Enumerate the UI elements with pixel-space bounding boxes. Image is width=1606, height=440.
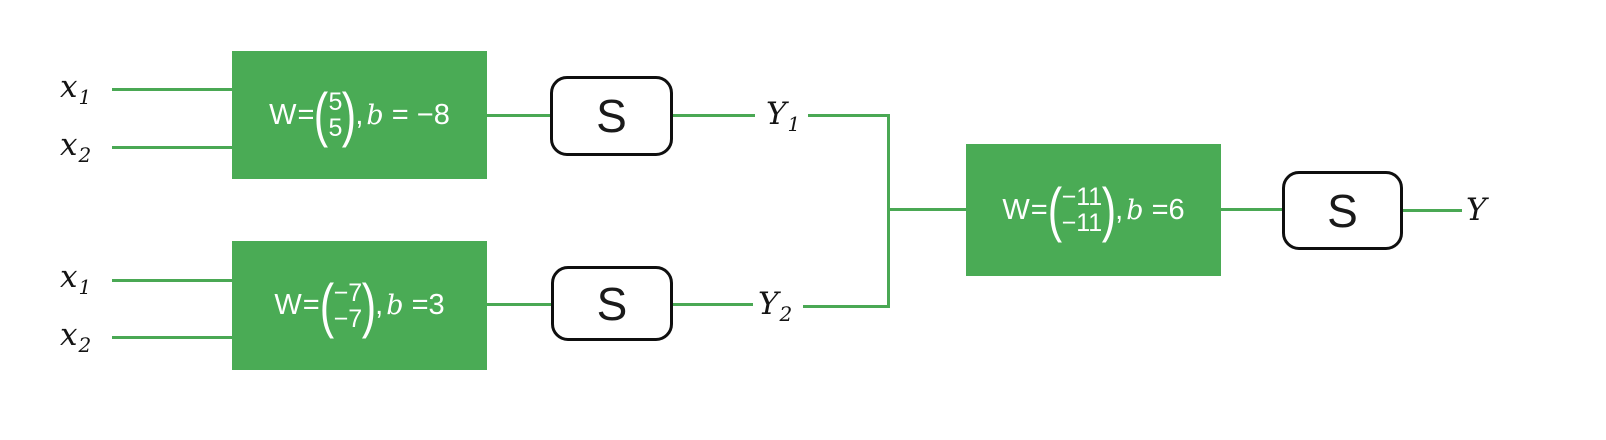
weight-vector-top: 5 [328,88,343,116]
wire-hidden1-to-s1 [487,114,550,117]
w-label: W= [1002,193,1049,226]
input-label-x2-top-base: x [60,127,78,163]
input-label-x1-bottom-base: x [60,259,78,295]
wire-junction-vertical [887,114,890,308]
weight-box-output: W=(−11−11),b =6 [966,144,1221,276]
output-label-y1-base: Y [766,96,787,132]
paren-close: ) [1101,176,1117,243]
input-label-x2-bottom-sub: 2 [78,333,92,357]
wire-hidden2-to-s2 [487,303,551,306]
sigmoid-label-1: S [596,90,627,142]
w-label: W= [269,98,316,131]
sigmoid-label-3: S [1327,184,1358,237]
paren-close: ) [361,271,377,339]
wire-x2-to-hidden1 [112,146,232,149]
input-label-x2-bottom-base: x [60,317,78,353]
weight-vector-bottom: −11 [1061,209,1103,237]
bias-symbol: b [1126,194,1144,226]
weight-vector: −7−7 [333,280,364,332]
output-label-y-base: Y [1466,192,1487,228]
weight-vector-top: −7 [333,278,363,307]
comma: , [1115,193,1124,226]
paren-open: ( [1047,176,1062,243]
output-label-y1: Y1 [766,97,800,135]
weight-vector-top: −11 [1061,183,1103,211]
bias-value: =3 [403,289,445,321]
bias-symbol: b [366,99,384,131]
weight-box-hidden2-formula: W=(−7−7),b =3 [274,271,445,339]
wire-y2-to-junction [803,305,890,308]
wire-x1-to-hidden1 [112,88,232,91]
wire-x2-to-hidden2 [112,336,232,339]
weight-vector-bottom: 5 [328,114,343,142]
input-label-x1-bottom: x1 [60,260,91,298]
weight-vector-bottom: −7 [333,304,363,333]
output-label-y2: Y2 [758,287,792,325]
comma: , [355,98,364,131]
output-label-y2-sub: 2 [779,302,793,326]
bias-value: =6 [1143,193,1185,226]
comma: , [375,289,384,321]
weight-vector: −11−11 [1061,184,1104,236]
wire-y1-to-junction [808,114,890,117]
wire-s2-to-y2 [673,303,753,306]
input-label-x2-bottom: x2 [60,318,91,356]
output-label-y: Y [1466,193,1487,231]
wire-junction-to-output-box [887,208,966,211]
paren-open: ( [319,271,334,339]
wire-s3-to-y [1403,209,1462,212]
wire-output-box-to-s3 [1221,208,1282,211]
input-label-x2-top-sub: 2 [78,143,92,167]
input-label-x1-bottom-sub: 1 [78,275,92,299]
w-label: W= [274,289,321,321]
input-label-x1-top-sub: 1 [78,85,92,109]
paren-close: ) [342,81,357,148]
sigmoid-label-2: S [596,277,628,330]
wire-x1-to-hidden2 [112,279,232,282]
wire-s1-to-y1 [673,114,755,117]
output-label-y2-base: Y [758,286,779,322]
weight-box-output-formula: W=(−11−11),b =6 [1002,176,1185,243]
input-label-x1-top-base: x [60,69,78,105]
input-label-x1-top: x1 [60,70,91,108]
paren-open: ( [314,81,329,148]
output-label-y1-sub: 1 [787,112,801,136]
weight-box-hidden2: W=(−7−7),b =3 [232,241,487,370]
bias-symbol: b [386,290,404,321]
sigmoid-box-1: S [550,76,673,156]
sigmoid-box-3: S [1282,171,1403,250]
bias-value: = −8 [383,98,450,131]
sigmoid-box-2: S [551,266,673,341]
input-label-x2-top: x2 [60,128,91,166]
